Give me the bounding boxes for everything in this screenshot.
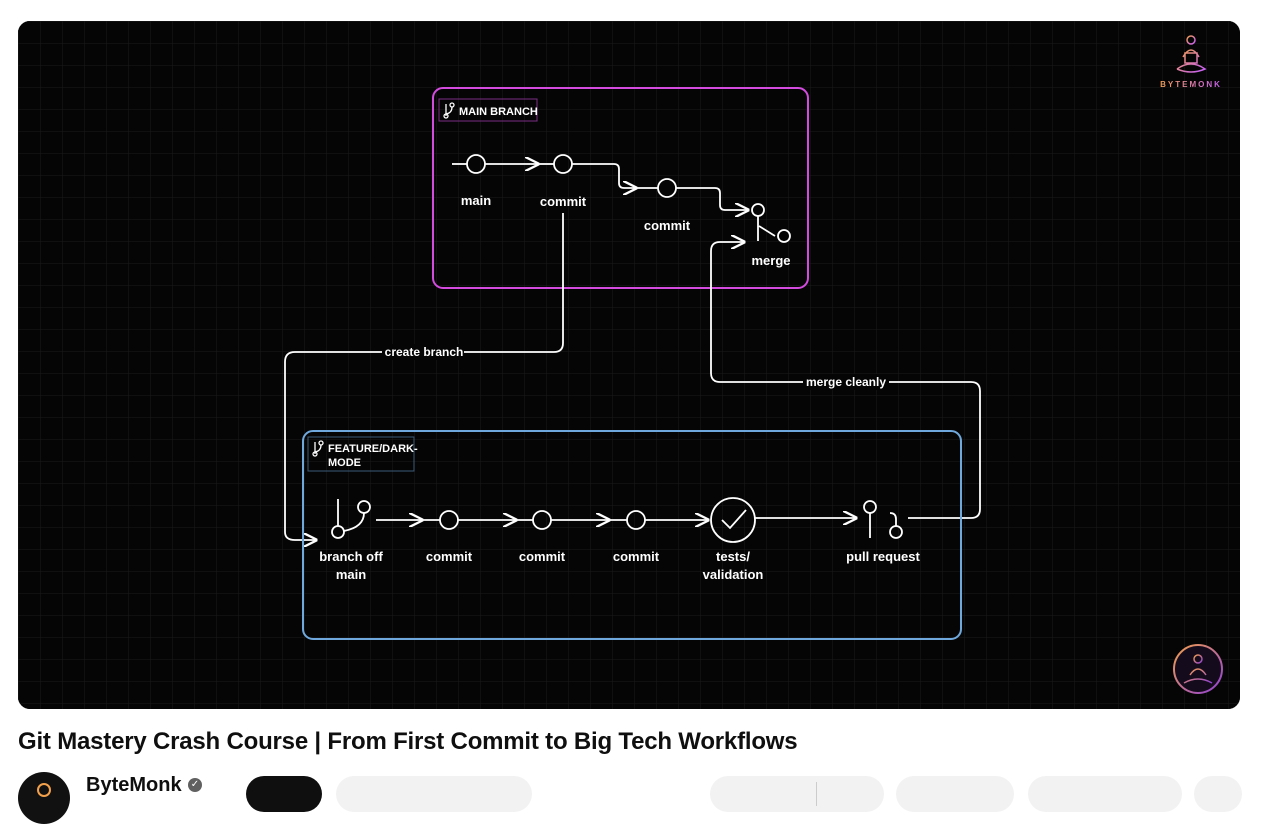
join-button[interactable] — [336, 776, 532, 812]
label-feature-commit-1: commit — [426, 549, 473, 564]
label-create-branch: create branch — [385, 345, 464, 359]
label-tests-1: tests/ — [716, 549, 750, 564]
monk-icon — [1176, 35, 1207, 73]
share-button[interactable] — [896, 776, 1014, 812]
video-player[interactable]: MAIN BRANCH main commit commit merge cre… — [18, 21, 1240, 709]
label-merge-cleanly: merge cleanly — [806, 375, 886, 389]
pull-request-icon — [863, 500, 903, 539]
feature-branch-label-1: FEATURE/DARK- — [328, 443, 418, 455]
check-circle-icon — [710, 497, 756, 543]
like-dislike-button[interactable] — [710, 776, 884, 812]
label-commit-1: commit — [540, 194, 587, 209]
save-button[interactable] — [1028, 776, 1182, 812]
channel-row: ByteMonk ✓ — [18, 770, 1242, 824]
channel-avatar[interactable] — [18, 772, 70, 824]
label-branch-off-1: branch off — [319, 549, 383, 564]
main-branch-label: MAIN BRANCH — [459, 106, 538, 118]
label-branch-off-2: main — [336, 567, 366, 582]
label-tests-2: validation — [703, 567, 764, 582]
channel-name[interactable]: ByteMonk — [86, 774, 182, 796]
brand-text: BYTEMONK — [1156, 80, 1226, 89]
label-merge: merge — [751, 253, 790, 268]
bytemonk-logo: BYTEMONK — [1156, 33, 1226, 89]
divider — [816, 782, 817, 806]
label-commit-2: commit — [644, 218, 691, 233]
edge-create-branch — [284, 213, 564, 540]
branch-off-icon — [331, 499, 371, 539]
label-feature-commit-2: commit — [519, 549, 566, 564]
feature-branch-box — [302, 430, 962, 640]
subscribe-button[interactable] — [246, 776, 322, 812]
check-circle-icon: ✓ — [188, 778, 202, 792]
label-pull-request: pull request — [846, 549, 920, 564]
branch-icon — [443, 102, 455, 119]
more-actions-button[interactable] — [1194, 776, 1242, 812]
channel-watermark[interactable] — [1172, 643, 1224, 695]
branch-icon — [312, 440, 324, 457]
feature-branch-label-2: MODE — [328, 457, 361, 469]
main-branch-box — [432, 87, 809, 289]
video-title: Git Mastery Crash Course | From First Co… — [18, 728, 798, 755]
label-feature-commit-3: commit — [613, 549, 660, 564]
git-workflow-diagram: MAIN BRANCH main commit commit merge cre… — [18, 21, 1240, 709]
label-main: main — [461, 193, 491, 208]
